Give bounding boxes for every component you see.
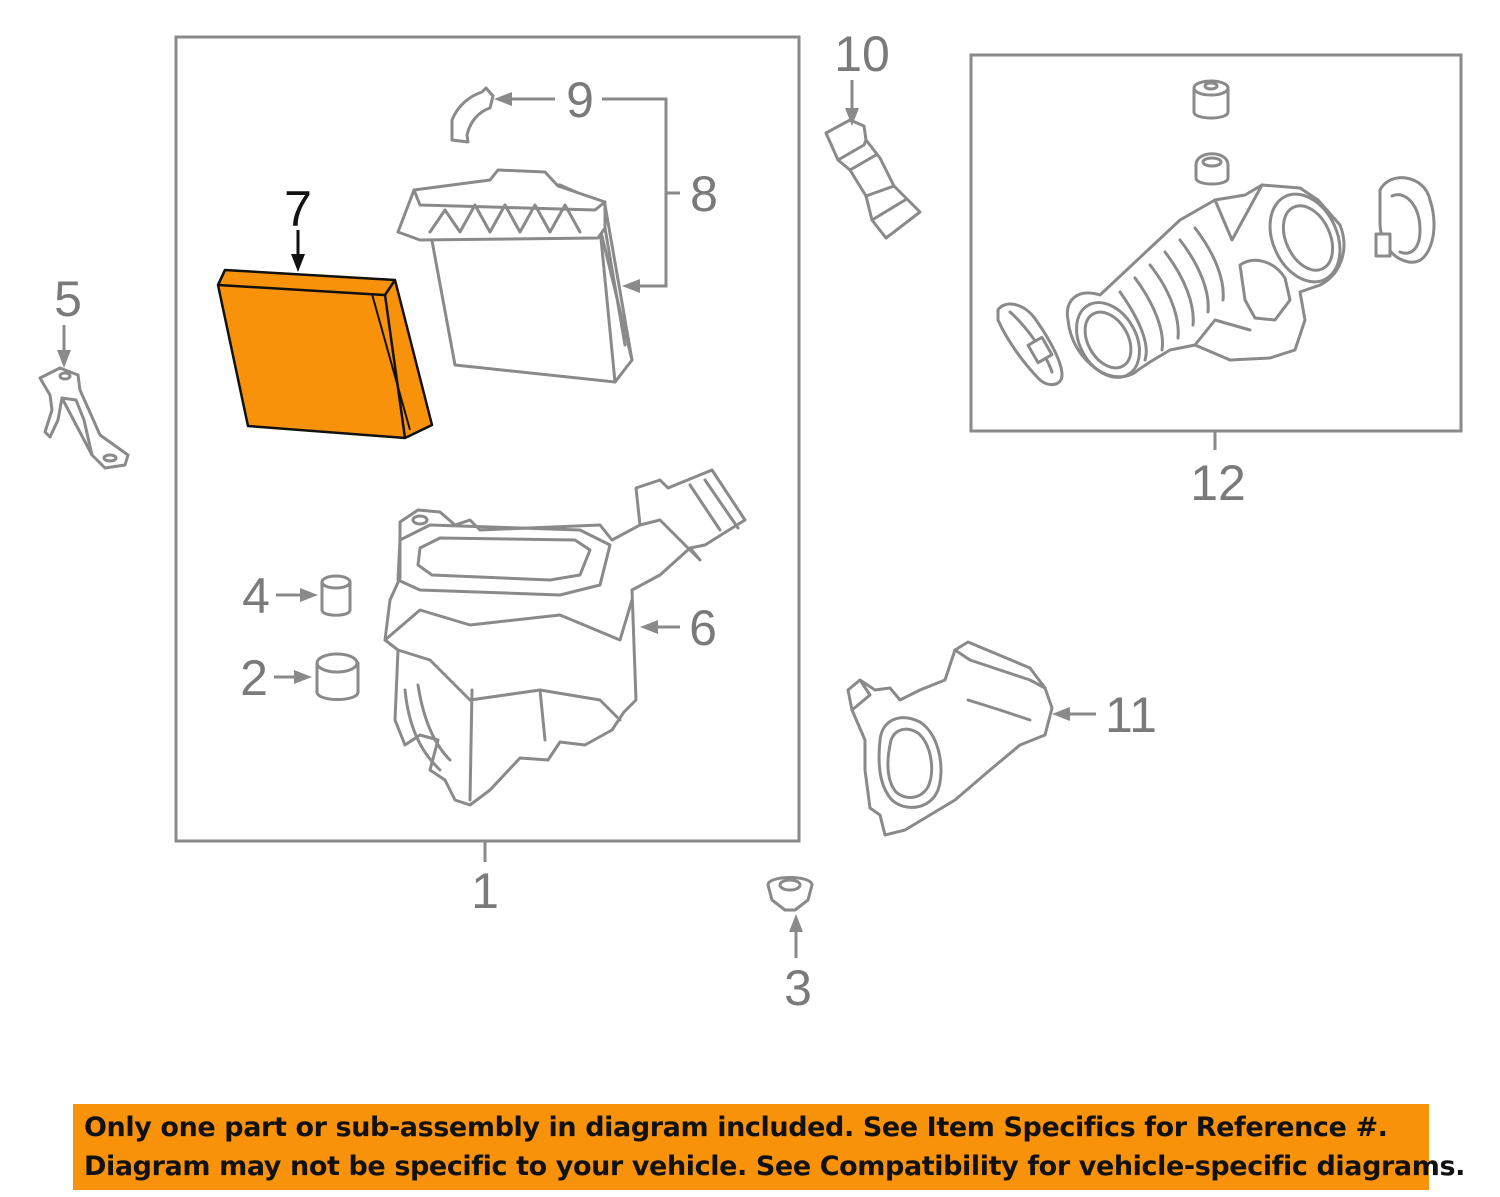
parts-diagram: 7 9 8 10 5 4 2 6 11 12 1 3 xyxy=(38,26,1463,1016)
arrow-10 xyxy=(845,108,859,126)
callout-4: 4 xyxy=(242,568,270,624)
arrow-5 xyxy=(57,350,71,368)
arrow-7 xyxy=(291,254,305,272)
arrow-9 xyxy=(494,92,512,106)
callout-11: 11 xyxy=(1105,687,1157,743)
arrow-6 xyxy=(640,620,658,634)
callout-12: 12 xyxy=(1190,455,1246,511)
arrow-3 xyxy=(789,914,803,932)
callout-5: 5 xyxy=(54,271,82,327)
part-9-elbow[interactable] xyxy=(450,86,495,144)
part-4-grommet[interactable] xyxy=(320,574,352,617)
part-8-air-cleaner-cover[interactable] xyxy=(396,168,634,384)
part-10-sensor[interactable] xyxy=(824,118,922,240)
arrow-11 xyxy=(1052,707,1070,721)
part-5-bracket[interactable] xyxy=(38,366,130,470)
callout-6: 6 xyxy=(689,600,717,656)
disclaimer-line-1: Only one part or sub-assembly in diagram… xyxy=(84,1112,1388,1143)
callout-10: 10 xyxy=(834,26,890,82)
part-7-air-filter[interactable] xyxy=(216,268,434,440)
part-11-intake-duct[interactable] xyxy=(846,640,1054,837)
part-3-grommet[interactable] xyxy=(766,876,814,912)
callout-1: 1 xyxy=(471,863,499,919)
assembly-1-frame xyxy=(174,35,801,843)
arrow-4 xyxy=(300,588,318,602)
callout-9: 9 xyxy=(566,72,594,128)
callout-8: 8 xyxy=(690,166,718,222)
disclaimer-banner: Only one part or sub-assembly in diagram… xyxy=(73,1104,1466,1190)
part-2-grommet[interactable] xyxy=(315,652,360,701)
callout-7: 7 xyxy=(284,181,312,237)
part-12-intake-hose-assembly[interactable] xyxy=(996,79,1436,389)
arrow-2 xyxy=(294,670,312,684)
callout-3: 3 xyxy=(784,960,812,1016)
callout-2: 2 xyxy=(240,650,268,706)
disclaimer-line-2: Diagram may not be specific to your vehi… xyxy=(84,1151,1466,1182)
arrow-8 xyxy=(622,279,640,293)
part-6-air-cleaner-housing[interactable] xyxy=(383,468,747,807)
